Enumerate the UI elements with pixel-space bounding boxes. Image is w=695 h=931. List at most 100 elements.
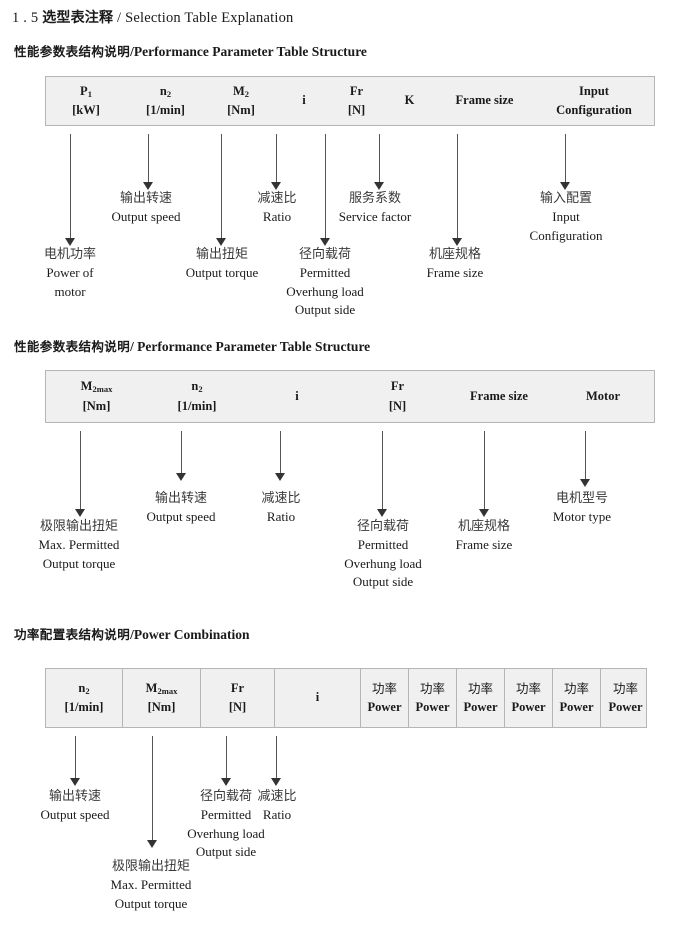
callout-power-of-motor-en-0: Power of: [46, 265, 94, 281]
table-header-cell: n2 [1/min]: [46, 669, 123, 727]
callout-input-configuration-en-1: Configuration: [529, 227, 603, 243]
table-header-symbol: n2: [78, 680, 90, 696]
table-header-symbol: 功率: [563, 680, 589, 696]
table-header-cell: M2[Nm]: [205, 77, 277, 125]
callout-ratio-1-cn: 减速比: [257, 191, 297, 206]
table-header-symbol: 功率: [419, 680, 445, 696]
table-header-unit: Configuration: [556, 103, 632, 117]
callout-service-factor-en-0: Service factor: [338, 209, 412, 225]
callout-ratio-1: 减速比 Ratio: [246, 190, 308, 227]
callout-power-of-motor-en-1: motor: [54, 283, 86, 299]
callout-output-speed-1-cn: 输出转速: [119, 191, 172, 206]
section-heading-1-cn: 性能参数表结构说明: [14, 44, 131, 59]
callout-motor-type-2-cn: 电机型号: [555, 491, 608, 506]
callout-ratio-2-cn: 减速比: [261, 491, 301, 506]
callout-output-speed-3-en-0: Output speed: [40, 807, 110, 823]
table-header-symbol: P1: [80, 83, 92, 99]
callout-service-factor: 服务系数 Service factor: [327, 190, 423, 227]
section-heading-2-en: Performance Parameter Table Structure: [137, 339, 371, 354]
section-heading-3-sep: /: [130, 627, 134, 642]
table-header-subscript: 2: [244, 88, 250, 99]
table-header-symbol: M2max: [80, 379, 113, 395]
table-header-cell: n2 [1/min]: [147, 371, 247, 422]
table-header-unit: [kW]: [72, 103, 100, 117]
table-header-unit: [N]: [347, 103, 366, 117]
callout-overhung-load-2-en-0: Permitted: [357, 537, 409, 553]
callout-overhung-load-3-en-0: Permitted: [200, 807, 252, 823]
callout-overhung-load-3-en-1: Overhung load: [187, 825, 265, 841]
table-header-cell: Motor: [550, 371, 656, 422]
table-header-unit: Power: [559, 700, 594, 714]
table-header-symbol: Motor: [585, 388, 620, 403]
table-header-symbol: 功率: [467, 680, 493, 696]
callout-overhung-load-1-en-0: Permitted: [299, 265, 351, 281]
callout-motor-type-2: 电机型号 Motor type: [536, 490, 628, 527]
table-header-symbol: i: [302, 93, 306, 108]
callout-frame-size-1-en-0: Frame size: [426, 265, 484, 281]
table-header-subscript: 1: [87, 88, 92, 99]
table-header-subscript: 2: [85, 685, 90, 696]
callout-max-permitted-output-torque-2-en-1: Output torque: [42, 555, 116, 571]
table-header-symbol: M2max: [145, 680, 178, 696]
callout-ratio-1-en-0: Ratio: [262, 209, 292, 225]
table-header-unit: [1/min]: [64, 700, 104, 714]
table-header-cell: i: [277, 77, 331, 125]
table-header-unit: [1/min]: [177, 398, 217, 413]
callout-overhung-load-2-en-2: Output side: [352, 574, 414, 590]
callout-overhung-load-2: 径向载荷 Permitted Overhung load Output side: [330, 518, 436, 592]
table-header-cell: i: [247, 371, 347, 422]
table-header-cell: i: [275, 669, 361, 727]
callout-overhung-load-1-en-1: Overhung load: [286, 283, 364, 299]
table-header-symbol: n2: [191, 379, 203, 395]
callout-max-permitted-output-torque-3-en-0: Max. Permitted: [110, 877, 192, 893]
section-heading-2: 性能参数表结构说明/ Performance Parameter Table S…: [14, 336, 370, 355]
callout-overhung-load-1-cn: 径向载荷: [298, 247, 351, 262]
callout-input-configuration-en-0: Input: [552, 209, 580, 225]
callout-output-speed-2: 输出转速 Output speed: [131, 490, 231, 527]
callout-frame-size-1: 机座规格 Frame size: [412, 246, 498, 283]
table-header-unit: Power: [511, 700, 546, 714]
table-header-symbol: Frame size: [470, 388, 528, 403]
callout-input-configuration: 输入配置 Input Configuration: [516, 190, 616, 245]
callout-overhung-load-1: 径向载荷 Permitted Overhung load Output side: [272, 246, 378, 320]
table-header-cell: Fr[N]: [347, 371, 448, 422]
table-header-cell: Frame size: [448, 371, 550, 422]
callout-power-of-motor-cn: 电机功率: [43, 247, 96, 262]
callout-input-configuration-cn: 输入配置: [539, 191, 592, 206]
callout-output-speed-2-cn: 输出转速: [154, 491, 207, 506]
section-heading-3-cn: 功率配置表结构说明: [14, 627, 131, 642]
page-title: 1 . 5 选型表注释 / Selection Table Explanatio…: [12, 7, 294, 27]
callout-ratio-3-en-0: Ratio: [262, 807, 292, 823]
callout-ratio-3-cn: 减速比: [257, 789, 297, 804]
title-separator: /: [117, 10, 122, 26]
table-header-symbol: Fr: [230, 680, 245, 695]
callout-ratio-3: 减速比 Ratio: [246, 788, 308, 825]
section-heading-3-en: Power Combination: [133, 627, 250, 642]
table-header-unit: Power: [608, 700, 643, 714]
callout-ratio-2-en-0: Ratio: [266, 509, 296, 525]
section-heading-1-en: Performance Parameter Table Structure: [133, 44, 367, 59]
callout-power-of-motor: 电机功率 Power of motor: [30, 246, 110, 301]
callout-ratio-2: 减速比 Ratio: [250, 490, 312, 527]
table-header-symbol: 功率: [612, 680, 638, 696]
table-header-cell: 功率 Power: [553, 669, 601, 727]
table-header-subscript: 2max: [157, 685, 178, 696]
callout-frame-size-2-en-0: Frame size: [455, 537, 513, 553]
table-header-cell: M2max[Nm]: [123, 669, 201, 727]
callout-frame-size-2: 机座规格 Frame size: [441, 518, 527, 555]
section-heading-3: 功率配置表结构说明/Power Combination: [14, 624, 250, 643]
table-header-unit: [Nm]: [82, 398, 111, 413]
table-header-unit: [N]: [388, 398, 407, 413]
section-heading-1: 性能参数表结构说明/Performance Parameter Table St…: [14, 41, 367, 60]
callout-overhung-load-3-en-2: Output side: [195, 844, 257, 860]
callout-max-permitted-output-torque-3: 极限输出扭矩 Max. Permitted Output torque: [96, 858, 206, 913]
table-header-symbol: 功率: [371, 680, 397, 696]
